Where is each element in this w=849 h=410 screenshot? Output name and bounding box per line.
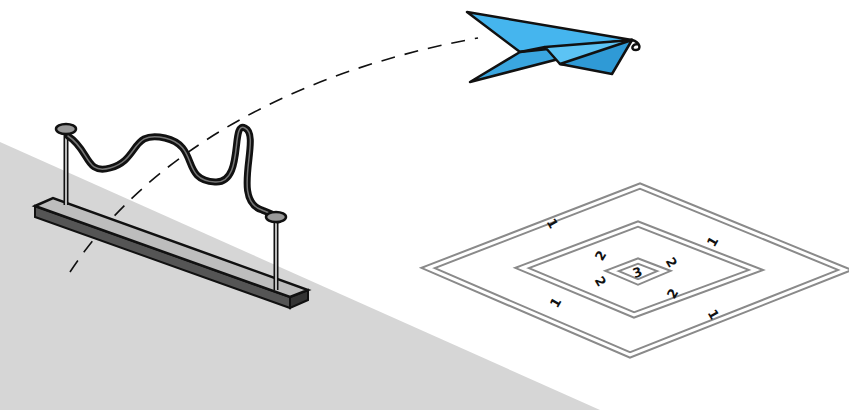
score-number: 2 (593, 248, 609, 262)
elastic-band-highlight (68, 127, 278, 220)
peg (65, 132, 67, 205)
elastic-band (68, 127, 278, 220)
ledge (0, 142, 600, 410)
score-number: 1 (545, 216, 561, 230)
board-front (35, 206, 290, 308)
target (428, 186, 845, 355)
peg-cap (266, 212, 286, 222)
peg (275, 220, 277, 290)
score-number: 1 (705, 234, 721, 248)
score-number: 1 (548, 295, 564, 309)
score-number: 2 (665, 286, 681, 300)
peg (64, 132, 69, 205)
peg-cap (56, 124, 76, 134)
peg (274, 220, 279, 290)
paper-airplane (467, 12, 639, 82)
score-number: 2 (593, 274, 609, 288)
score-number: 2 (664, 255, 680, 269)
